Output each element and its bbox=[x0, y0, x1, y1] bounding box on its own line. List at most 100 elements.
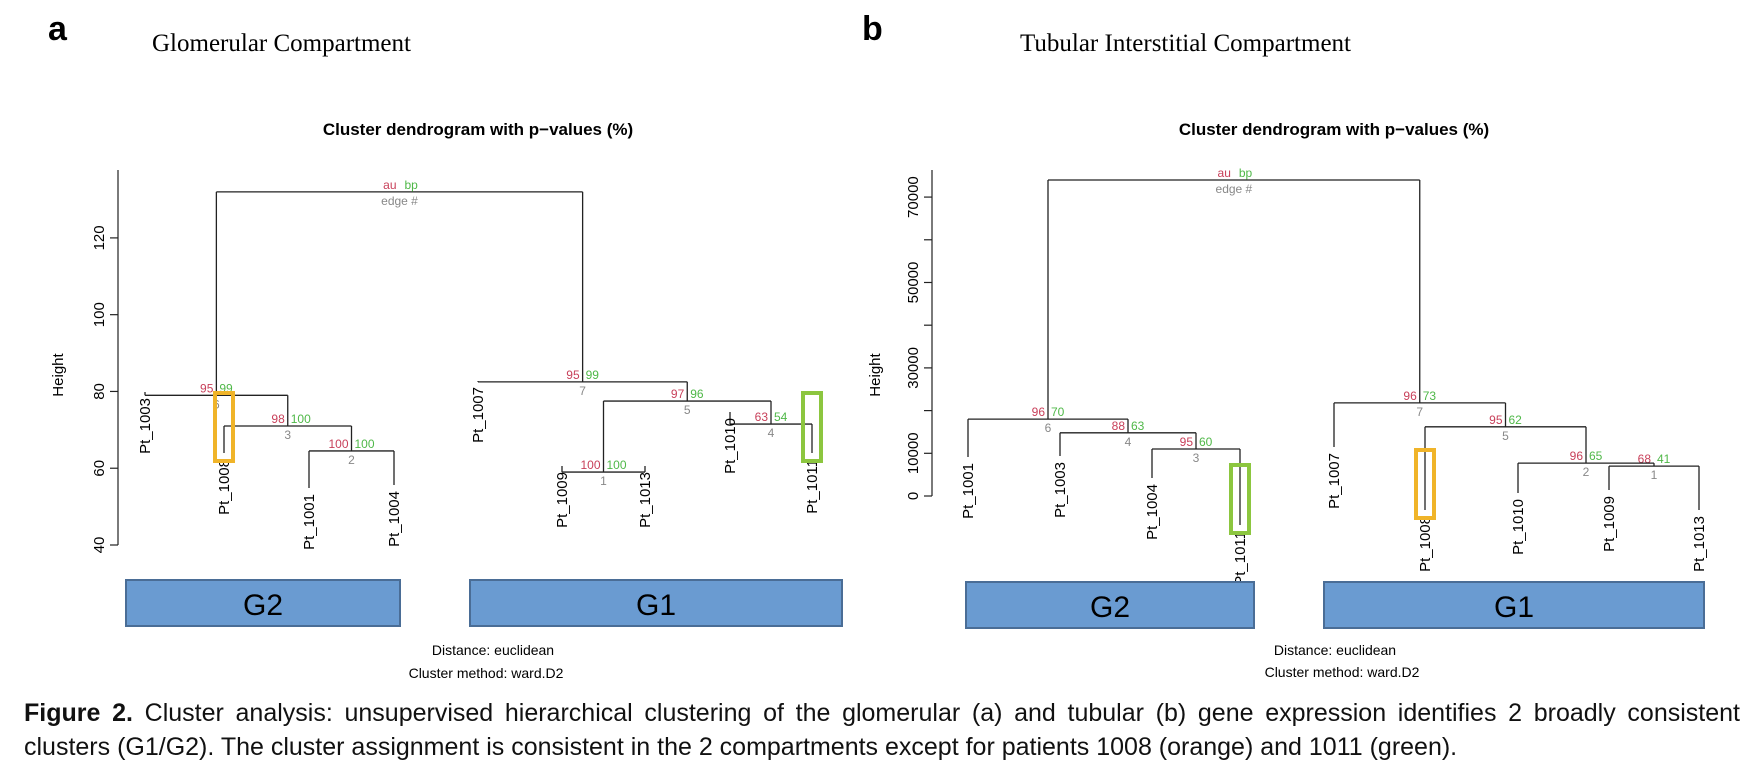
legend-au: au bbox=[383, 178, 396, 192]
leaf-label: Pt_1011 bbox=[804, 459, 821, 514]
legend-bp: bp bbox=[1239, 166, 1253, 180]
group-label: G2 bbox=[243, 589, 283, 622]
group-box bbox=[1323, 581, 1705, 629]
method-label: Cluster method: ward.D2 bbox=[409, 665, 564, 681]
au-value: 96 bbox=[1403, 389, 1417, 403]
group-label: G2 bbox=[1090, 591, 1130, 624]
bp-value: 73 bbox=[1423, 389, 1437, 403]
leaf-label: Pt_1011 bbox=[1232, 531, 1249, 586]
bp-value: 70 bbox=[1051, 405, 1065, 419]
figure-caption: Figure 2. Cluster analysis: unsupervised… bbox=[24, 696, 1740, 764]
au-value: 88 bbox=[1112, 419, 1126, 433]
group-box bbox=[125, 579, 401, 627]
y-tick-label: 40 bbox=[91, 537, 108, 554]
edge-number: 1 bbox=[1651, 468, 1658, 482]
bp-value: 65 bbox=[1589, 449, 1603, 463]
highlight-box-green bbox=[801, 391, 823, 463]
au-value: 100 bbox=[328, 437, 348, 451]
edge-number: 6 bbox=[1045, 421, 1052, 435]
leaf-label: Pt_1003 bbox=[1052, 462, 1069, 518]
edge-number: 7 bbox=[1416, 405, 1423, 419]
legend-bp: bp bbox=[405, 178, 419, 192]
panel-letter: a bbox=[48, 10, 68, 48]
panel-letter: b bbox=[862, 10, 883, 48]
y-tick-label: 100 bbox=[91, 302, 108, 327]
y-tick-label: 50000 bbox=[905, 262, 922, 304]
y-tick-label: 0 bbox=[905, 492, 922, 500]
plot-title: Cluster dendrogram with p−values (%) bbox=[1179, 120, 1489, 139]
bp-value: 100 bbox=[607, 458, 627, 472]
bp-value: 60 bbox=[1199, 435, 1213, 449]
au-value: 100 bbox=[580, 458, 600, 472]
leaf-label: Pt_1010 bbox=[1510, 499, 1527, 555]
edge-number: 4 bbox=[1125, 435, 1132, 449]
leaf-label: Pt_1009 bbox=[554, 472, 571, 528]
y-axis-label: Height bbox=[50, 352, 67, 396]
leaf-label: Pt_1008 bbox=[1417, 516, 1434, 572]
legend-au: au bbox=[1218, 166, 1231, 180]
bp-value: 100 bbox=[355, 437, 375, 451]
plot-title: Cluster dendrogram with p−values (%) bbox=[323, 120, 633, 139]
bp-value: 63 bbox=[1131, 419, 1145, 433]
edge-number: 3 bbox=[284, 428, 291, 442]
leaf-label: Pt_1010 bbox=[722, 418, 739, 474]
au-value: 95 bbox=[1180, 435, 1194, 449]
edge-number: 5 bbox=[1502, 429, 1509, 443]
bp-value: 96 bbox=[690, 387, 704, 401]
bp-value: 62 bbox=[1509, 413, 1523, 427]
y-tick-label: 10000 bbox=[905, 432, 922, 474]
edge-number: 5 bbox=[684, 403, 691, 417]
y-axis-label: Height bbox=[867, 352, 884, 396]
edge-number: 4 bbox=[768, 426, 775, 440]
leaf-label: Pt_1007 bbox=[470, 387, 487, 443]
legend-edge: edge # bbox=[381, 194, 418, 208]
group-label: G1 bbox=[1494, 591, 1534, 624]
edge-number: 2 bbox=[348, 453, 355, 467]
panel-title: Glomerular Compartment bbox=[152, 30, 411, 57]
leaf-label: Pt_1008 bbox=[216, 459, 233, 515]
method-label: Cluster method: ward.D2 bbox=[1265, 664, 1420, 680]
au-value: 68 bbox=[1638, 452, 1652, 466]
bp-value: 54 bbox=[774, 410, 788, 424]
au-value: 96 bbox=[1032, 405, 1046, 419]
au-value: 95 bbox=[200, 381, 214, 395]
y-tick-label: 30000 bbox=[905, 347, 922, 389]
y-tick-label: 80 bbox=[91, 383, 108, 400]
y-tick-label: 60 bbox=[91, 460, 108, 477]
au-value: 95 bbox=[566, 368, 580, 382]
leaf-label: Pt_1004 bbox=[1144, 484, 1161, 540]
y-tick-label: 120 bbox=[91, 225, 108, 250]
highlight-box-green bbox=[1229, 463, 1251, 535]
au-value: 96 bbox=[1570, 449, 1584, 463]
au-value: 63 bbox=[755, 410, 769, 424]
bp-value: 99 bbox=[586, 368, 600, 382]
leaf-label: Pt_1004 bbox=[386, 491, 403, 547]
leaf-label: Pt_1013 bbox=[637, 472, 654, 528]
leaf-label: Pt_1003 bbox=[137, 398, 154, 454]
y-tick-label: 70000 bbox=[905, 176, 922, 218]
caption-label: Figure 2. bbox=[24, 699, 133, 727]
au-value: 97 bbox=[671, 387, 685, 401]
leaf-label: Pt_1001 bbox=[960, 463, 977, 519]
group-box bbox=[469, 579, 843, 627]
leaf-label: Pt_1001 bbox=[301, 494, 318, 550]
edge-number: 3 bbox=[1193, 451, 1200, 465]
highlight-box-orange bbox=[213, 391, 235, 463]
edge-number: 2 bbox=[1583, 465, 1590, 479]
leaf-label: Pt_1013 bbox=[1691, 516, 1708, 572]
distance-label: Distance: euclidean bbox=[432, 642, 554, 658]
distance-label: Distance: euclidean bbox=[1274, 642, 1396, 658]
edge-number: 1 bbox=[600, 474, 607, 488]
au-value: 98 bbox=[271, 412, 285, 426]
leaf-label: Pt_1009 bbox=[1601, 496, 1618, 552]
group-box bbox=[965, 581, 1255, 629]
au-value: 95 bbox=[1489, 413, 1503, 427]
legend-edge: edge # bbox=[1216, 182, 1253, 196]
caption-text: Cluster analysis: unsupervised hierarchi… bbox=[24, 699, 1740, 761]
highlight-box-orange bbox=[1414, 448, 1436, 520]
bp-value: 100 bbox=[291, 412, 311, 426]
edge-number: 7 bbox=[579, 384, 586, 398]
